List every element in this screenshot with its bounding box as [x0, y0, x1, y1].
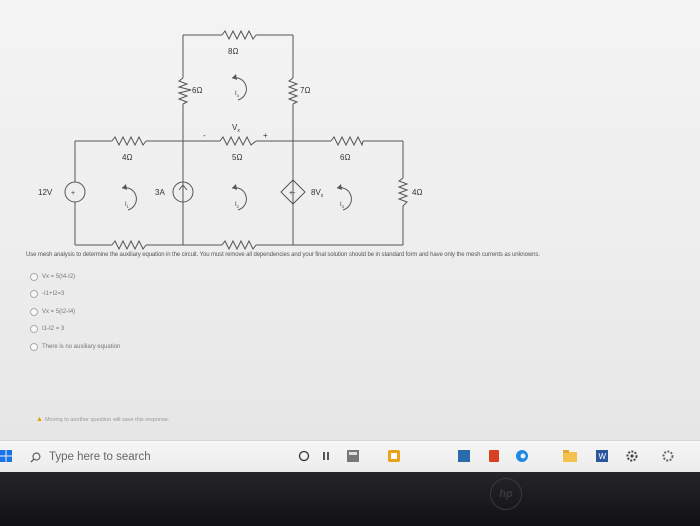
radio-button[interactable] — [30, 272, 38, 281]
search-icon — [30, 452, 41, 463]
source-plus-sign: + — [71, 190, 75, 197]
resistor-right-vertical — [397, 177, 409, 207]
taskbar-search[interactable]: Type here to search — [30, 445, 280, 469]
option-3[interactable]: Vx = 5(I2-I4) — [30, 303, 120, 321]
laptop-bezel — [0, 472, 700, 526]
option-label: Vx = 5(I2-I4) — [42, 308, 76, 315]
save-warning: ▲ Moving to another question will save t… — [36, 416, 169, 423]
dependent-source-signs: +- — [289, 190, 296, 197]
label-r-left-horizontal: 4Ω — [122, 153, 132, 162]
option-2[interactable]: -I1+I2=3 — [30, 286, 120, 304]
label-vx-plus: + — [263, 131, 268, 140]
windows-start-icon[interactable] — [0, 450, 12, 462]
option-label: Vx = 5(I4-I2) — [42, 273, 76, 280]
resistor-left-vertical — [177, 77, 192, 105]
question-text: Use mesh analysis to determine the auxil… — [26, 252, 540, 258]
resistor-right-horizontal — [330, 135, 364, 147]
resistor-middle-vertical — [287, 77, 299, 105]
edge-browser-icon[interactable] — [514, 448, 530, 464]
radio-button[interactable] — [30, 290, 38, 299]
mesh-arrow-head — [232, 184, 237, 190]
word-app-icon[interactable]: W — [594, 448, 610, 464]
search-placeholder: Type here to search — [49, 451, 151, 463]
circuit-diagram: 8Ω 6Ω 7Ω 4Ω 5Ω 6Ω 4Ω 1Ω 2Ω 12V 3A 8Vx Vx… — [38, 29, 422, 251]
label-r-middle-vertical: 7Ω — [300, 86, 310, 95]
voltage-source-12v — [64, 181, 86, 203]
radio-button[interactable] — [30, 307, 38, 316]
answer-options: Vx = 5(I4-I2) -I1+I2=3 Vx = 5(I2-I4) I1-… — [30, 268, 120, 356]
label-dependent-source: 8Vx — [311, 188, 324, 199]
radio-button[interactable] — [30, 342, 38, 351]
option-label: There is no auxiliary equation — [42, 343, 121, 350]
option-1[interactable]: Vx = 5(I4-I2) — [30, 268, 120, 286]
resistor-top — [221, 29, 257, 41]
mesh-arrow-head — [337, 184, 342, 190]
resistor-middle-horizontal — [219, 135, 257, 147]
label-r-left-vertical: 6Ω — [192, 86, 202, 95]
mesh-arrow-head — [232, 74, 237, 80]
option-label: I1-I2 = 3 — [42, 326, 65, 333]
settings-gear-icon[interactable] — [624, 448, 640, 464]
label-current-source: 3A — [155, 188, 165, 197]
settings-gear-icon-2[interactable] — [660, 448, 676, 464]
label-r-right-vertical: 4Ω — [412, 188, 422, 197]
label-r-top: 8Ω — [228, 47, 238, 56]
option-5[interactable]: There is no auxiliary equation — [30, 338, 120, 356]
task-view-icon[interactable] — [318, 448, 334, 464]
office-app-icon[interactable] — [486, 448, 502, 464]
radio-button[interactable] — [30, 325, 38, 334]
label-mesh-4: I4 — [235, 91, 240, 98]
warning-text: Moving to another question will save thi… — [44, 416, 170, 423]
label-mesh-1: I1 — [125, 202, 130, 209]
label-source-voltage: 12V — [38, 188, 53, 197]
label-r-middle-horizontal: 5Ω — [232, 153, 242, 162]
label-r-right-horizontal: 6Ω — [340, 153, 350, 162]
label-vx-minus: - — [203, 131, 206, 140]
current-source-3a — [172, 181, 194, 203]
warning-icon: ▲ — [36, 416, 43, 423]
label-mesh-3: I3 — [340, 202, 345, 209]
option-4[interactable]: I1-I2 = 3 — [30, 321, 120, 339]
label-mesh-2: I2 — [235, 202, 240, 209]
label-vx: Vx — [232, 123, 240, 134]
current-source-arrow — [178, 184, 188, 198]
taskbar: Type here to search W — [0, 440, 700, 473]
app-icon-orange[interactable] — [386, 448, 402, 464]
svg-text:W: W — [599, 452, 607, 461]
resistor-bottom-left — [111, 239, 147, 251]
browser-screen: 8Ω 6Ω 7Ω 4Ω 5Ω 6Ω 4Ω 1Ω 2Ω 12V 3A 8Vx Vx… — [0, 0, 700, 440]
cortana-icon[interactable] — [296, 448, 312, 464]
calculator-app-icon[interactable] — [345, 448, 361, 464]
hp-logo: hp — [490, 478, 522, 510]
option-label: -I1+I2=3 — [42, 291, 65, 298]
resistor-left-horizontal — [111, 135, 147, 147]
file-explorer-icon[interactable] — [562, 448, 578, 464]
dependent-voltage-source — [280, 179, 306, 205]
store-app-icon[interactable] — [456, 448, 472, 464]
resistor-bottom-right — [221, 239, 257, 251]
mesh-arrow-head — [122, 184, 127, 190]
